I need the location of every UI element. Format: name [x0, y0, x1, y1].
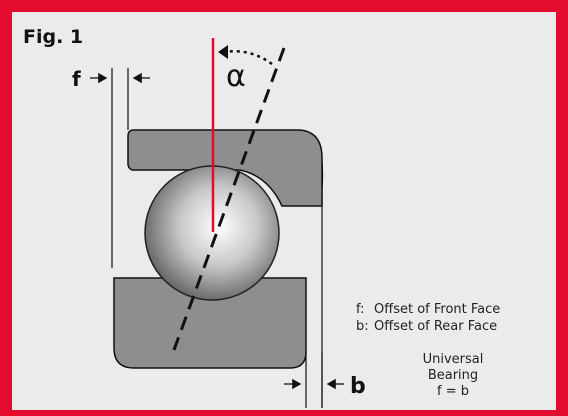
universal-bearing-note: Universal Bearing f = b: [398, 352, 508, 400]
legend-item-front: f: Offset of Front Face: [356, 301, 500, 318]
legend-key: b:: [356, 319, 369, 334]
legend: f: Offset of Front Face b: Offset of Rear …: [356, 301, 500, 335]
rear-offset-label: b: [350, 374, 366, 399]
legend-item-rear: b: Offset of Rear Face: [356, 318, 500, 335]
universal-bearing-formula: f = b: [437, 384, 469, 399]
legend-text: Offset of Rear Face: [374, 319, 498, 334]
figure-title: Fig. 1: [23, 26, 84, 48]
front-offset-label: f: [72, 67, 81, 91]
universal-bearing-title: Universal Bearing: [422, 352, 484, 383]
legend-key: f:: [356, 302, 365, 317]
contact-angle-symbol: α: [226, 59, 246, 94]
contact-angle-line: [172, 47, 286, 351]
angle-arrowhead: [218, 45, 228, 59]
legend-text: Offset of Front Face: [374, 302, 501, 317]
